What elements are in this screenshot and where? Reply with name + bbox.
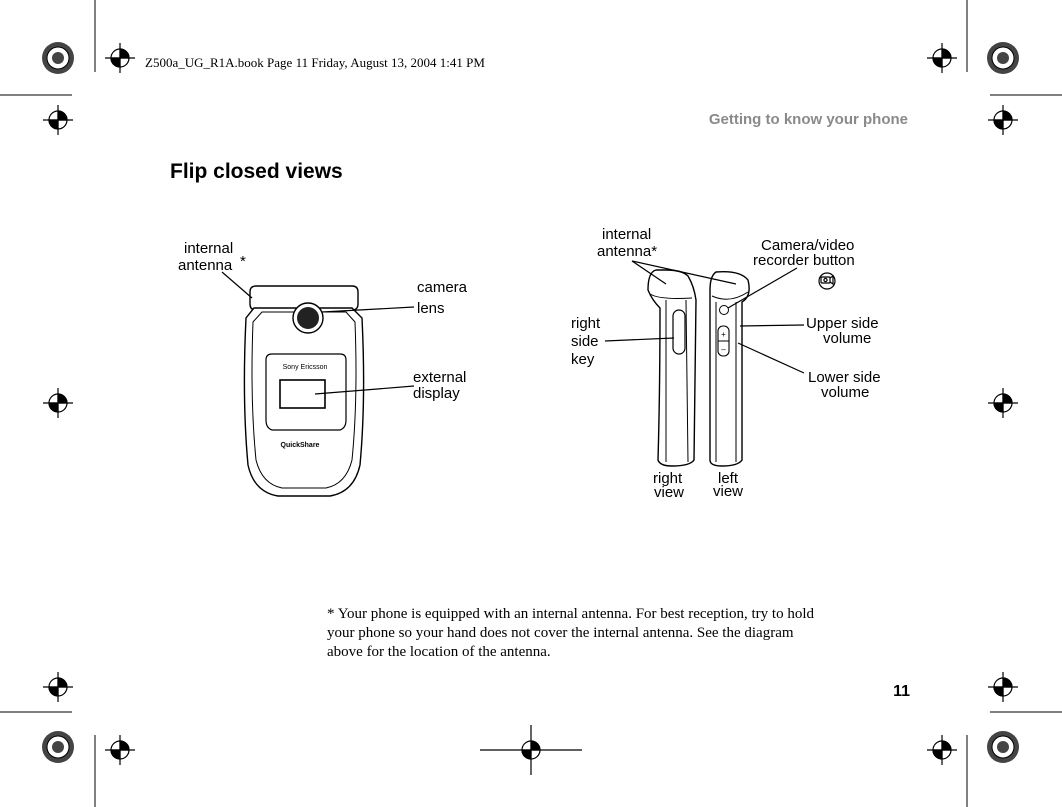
camera-button-icon — [818, 272, 836, 290]
section-title: Flip closed views — [170, 160, 343, 183]
label-lower-volume-line1: Lower side — [808, 369, 881, 386]
crosshair-mark — [480, 725, 582, 775]
label-camera-button-line1: Camera/video — [761, 237, 854, 254]
label-right-side-key-line1: right — [571, 315, 601, 332]
label-side-internal-antenna-line1: internal — [602, 226, 651, 243]
side-callout-lines — [604, 260, 805, 374]
crosshair-mark — [988, 105, 1018, 135]
crosshair-mark — [988, 672, 1018, 702]
crosshair-mark — [43, 388, 73, 418]
starburst-mark — [987, 42, 1019, 74]
label-right-view-line1: right — [653, 470, 683, 487]
label-side-internal-antenna-line2: antenna* — [597, 243, 657, 260]
phone-front-view: Sony Ericsson QuickShare — [243, 285, 365, 497]
brand-text: Sony Ericsson — [283, 364, 328, 371]
crosshair-mark — [43, 105, 73, 135]
crosshair-mark — [105, 735, 135, 765]
running-head: Getting to know your phone — [708, 111, 908, 128]
book-info-line: Z500a_UG_R1A.book Page 11 Friday, August… — [145, 55, 485, 70]
label-upper-volume-line1: Upper side — [806, 315, 879, 332]
label-right-side-key-line3: key — [571, 351, 595, 368]
crosshair-mark — [927, 735, 957, 765]
label-right-view-line2: view — [654, 484, 684, 501]
page-number: 11 — [893, 683, 910, 700]
starburst-mark — [987, 731, 1019, 763]
label-antenna-asterisk: * — [240, 253, 246, 270]
starburst-mark — [42, 731, 74, 763]
label-external-display-line2: display — [413, 385, 460, 402]
quickshare-text: QuickShare — [281, 442, 320, 449]
label-internal-antenna-line2: antenna — [178, 257, 233, 274]
label-external-display-line1: external — [413, 369, 466, 386]
label-left-view-line1: left — [718, 470, 739, 487]
label-camera-button-line2: recorder button — [753, 252, 855, 269]
label-upper-volume-line2: volume — [823, 330, 871, 347]
label-camera-lens-line2: lens — [417, 300, 445, 317]
volume-minus-mark: – — [721, 345, 726, 354]
label-camera-lens-line1: camera — [417, 279, 468, 296]
volume-plus-mark: + — [721, 330, 726, 339]
phone-left-side-view — [709, 270, 750, 467]
label-left-view-line2: view — [713, 483, 743, 500]
phone-right-side-view — [647, 269, 697, 467]
starburst-mark — [42, 42, 74, 74]
crosshair-mark — [927, 43, 957, 73]
label-lower-volume-line2: volume — [821, 384, 869, 401]
crosshair-mark — [105, 43, 135, 73]
label-internal-antenna-line1: internal — [184, 240, 233, 257]
front-callout-lines — [221, 271, 415, 395]
crosshair-mark — [988, 388, 1018, 418]
crosshair-mark — [43, 672, 73, 702]
antenna-footnote: * Your phone is equipped with an interna… — [327, 606, 814, 660]
label-right-side-key-line2: side — [571, 333, 599, 350]
